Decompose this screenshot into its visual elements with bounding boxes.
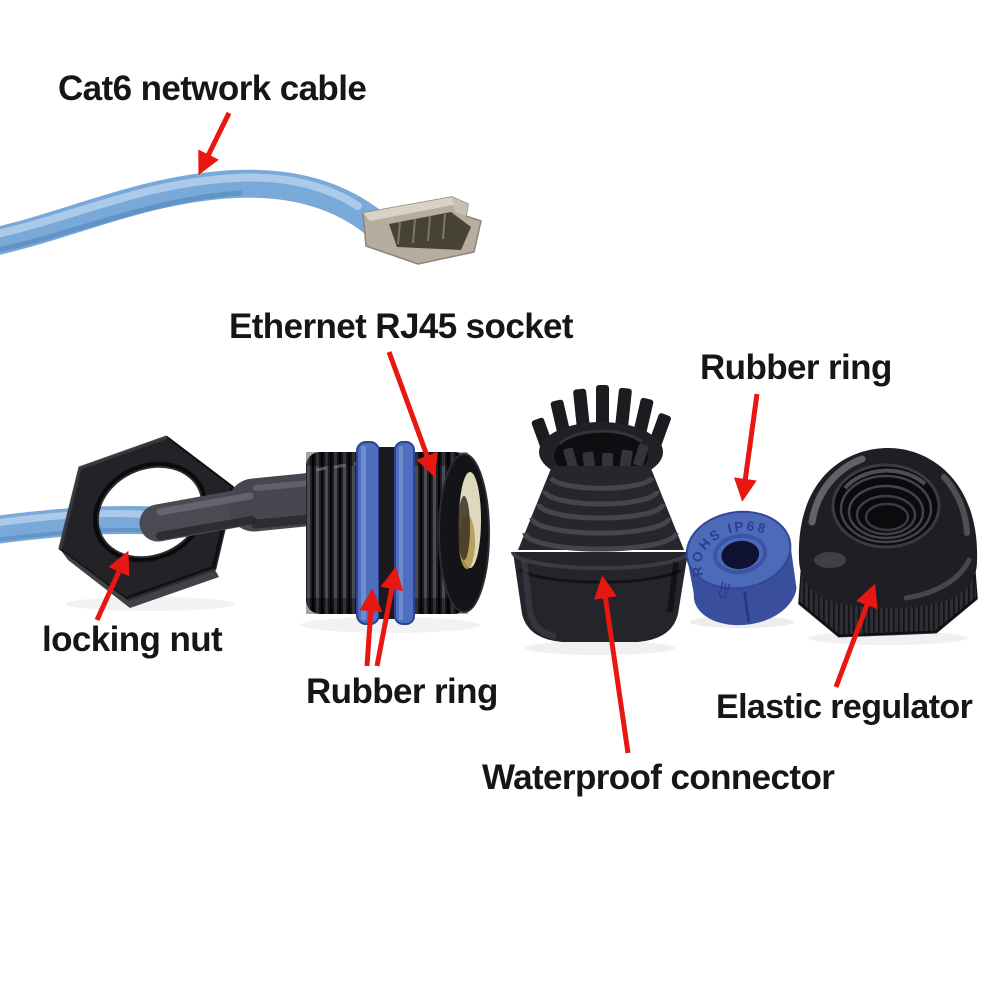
arrow-rubber-ring-top xyxy=(733,393,760,502)
arrow-cat6-cable xyxy=(198,111,232,176)
label-locking-nut: locking nut xyxy=(42,620,223,659)
arrow-rubber-ring-2 xyxy=(374,566,404,667)
label-waterproof-connector: Waterproof connector xyxy=(482,758,835,797)
rubber-ring-right-image xyxy=(394,441,415,625)
rubber-ring-left-image xyxy=(356,441,380,625)
blue-ring-ce-text: CE xyxy=(715,580,733,600)
label-cat6-network-cable: Cat6 network cable xyxy=(58,69,367,108)
arrow-elastic-regulator xyxy=(833,583,878,688)
label-rubber-ring-top: Rubber ring xyxy=(700,348,892,387)
rj45-plug-image xyxy=(362,196,482,265)
arrow-rj45-socket xyxy=(386,351,438,478)
arrow-waterproof-connector xyxy=(594,575,631,754)
waterproof-connector-image xyxy=(511,385,690,642)
annotation-arrows xyxy=(94,111,878,754)
label-ethernet-rj45-socket: Ethernet RJ45 socket xyxy=(229,307,574,346)
arrow-rubber-ring-1 xyxy=(359,588,383,667)
label-rubber-ring-bottom: Rubber ring xyxy=(306,672,498,711)
label-elastic-regulator: Elastic regulator xyxy=(716,688,973,726)
arrow-locking-nut xyxy=(94,550,130,622)
elastic-regulator-image xyxy=(798,448,978,638)
rubber-ring-small-image: ROHS IP68 CE xyxy=(683,510,797,626)
rj45-socket-image xyxy=(306,441,490,625)
cable-boot-image xyxy=(139,472,341,542)
cat6-cable-image xyxy=(0,169,388,255)
